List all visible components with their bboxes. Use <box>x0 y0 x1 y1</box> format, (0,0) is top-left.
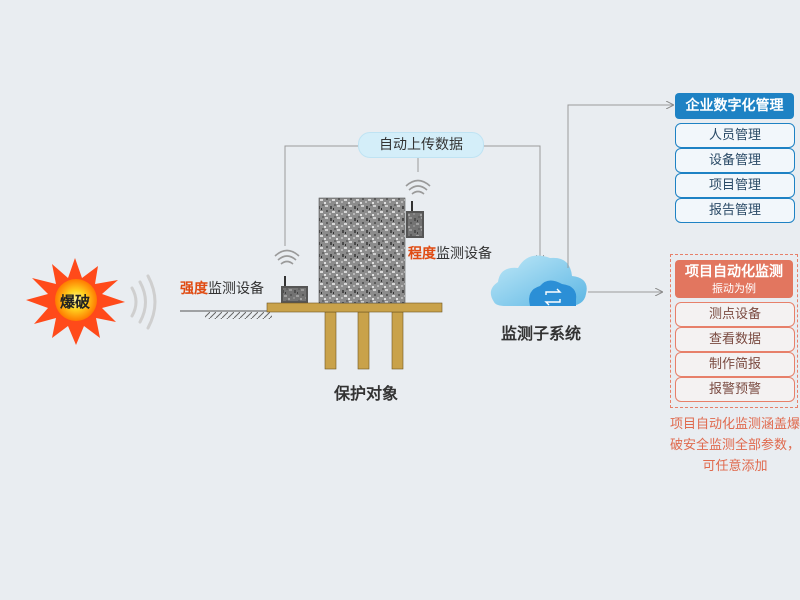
sensor-icon <box>281 276 308 303</box>
project-item-points[interactable]: 测点设备 <box>675 302 795 327</box>
wifi-icon <box>274 249 300 265</box>
explosion-icon <box>26 258 125 345</box>
explosion-label: 爆破 <box>59 293 90 311</box>
foundation <box>266 302 443 370</box>
degree-highlight: 程度 <box>408 246 436 262</box>
enterprise-item-report[interactable]: 报告管理 <box>675 198 795 223</box>
protected-building <box>318 197 406 304</box>
ground <box>180 310 272 319</box>
project-title: 项目自动化监测 <box>685 264 783 280</box>
project-item-data[interactable]: 查看数据 <box>675 327 795 352</box>
project-frame <box>670 254 798 408</box>
degree-device-label: 程度监测设备 <box>408 243 492 263</box>
enterprise-item-personnel[interactable]: 人员管理 <box>675 123 795 148</box>
enterprise-header: 企业数字化管理 <box>675 93 794 119</box>
project-header: 项目自动化监测 振动为例 <box>675 260 793 298</box>
enterprise-item-project[interactable]: 项目管理 <box>675 173 795 198</box>
wifi-icon <box>405 179 431 195</box>
project-note: 项目自动化监测涵盖爆破安全监测全部参数，可任意添加 <box>670 417 800 474</box>
panel-connectors <box>567 105 673 292</box>
protected-object-label: 保护对象 <box>333 384 398 403</box>
upload-label: 自动上传数据 <box>358 132 484 158</box>
project-item-brief[interactable]: 制作简报 <box>675 352 795 377</box>
degree-rest: 监测设备 <box>436 246 492 262</box>
project-subtitle: 振动为例 <box>712 282 756 295</box>
strength-highlight: 强度 <box>180 281 208 297</box>
project-item-alarm[interactable]: 报警预警 <box>675 377 795 402</box>
strength-device-label: 强度监测设备 <box>180 278 264 298</box>
sync-icon <box>544 288 562 306</box>
sensor-icon <box>406 201 424 238</box>
shockwave-icon <box>130 274 157 330</box>
enterprise-item-equipment[interactable]: 设备管理 <box>675 148 795 173</box>
subsystem-label: 监测子系统 <box>500 324 581 343</box>
strength-rest: 监测设备 <box>208 281 264 297</box>
cloud-icon <box>490 255 587 306</box>
